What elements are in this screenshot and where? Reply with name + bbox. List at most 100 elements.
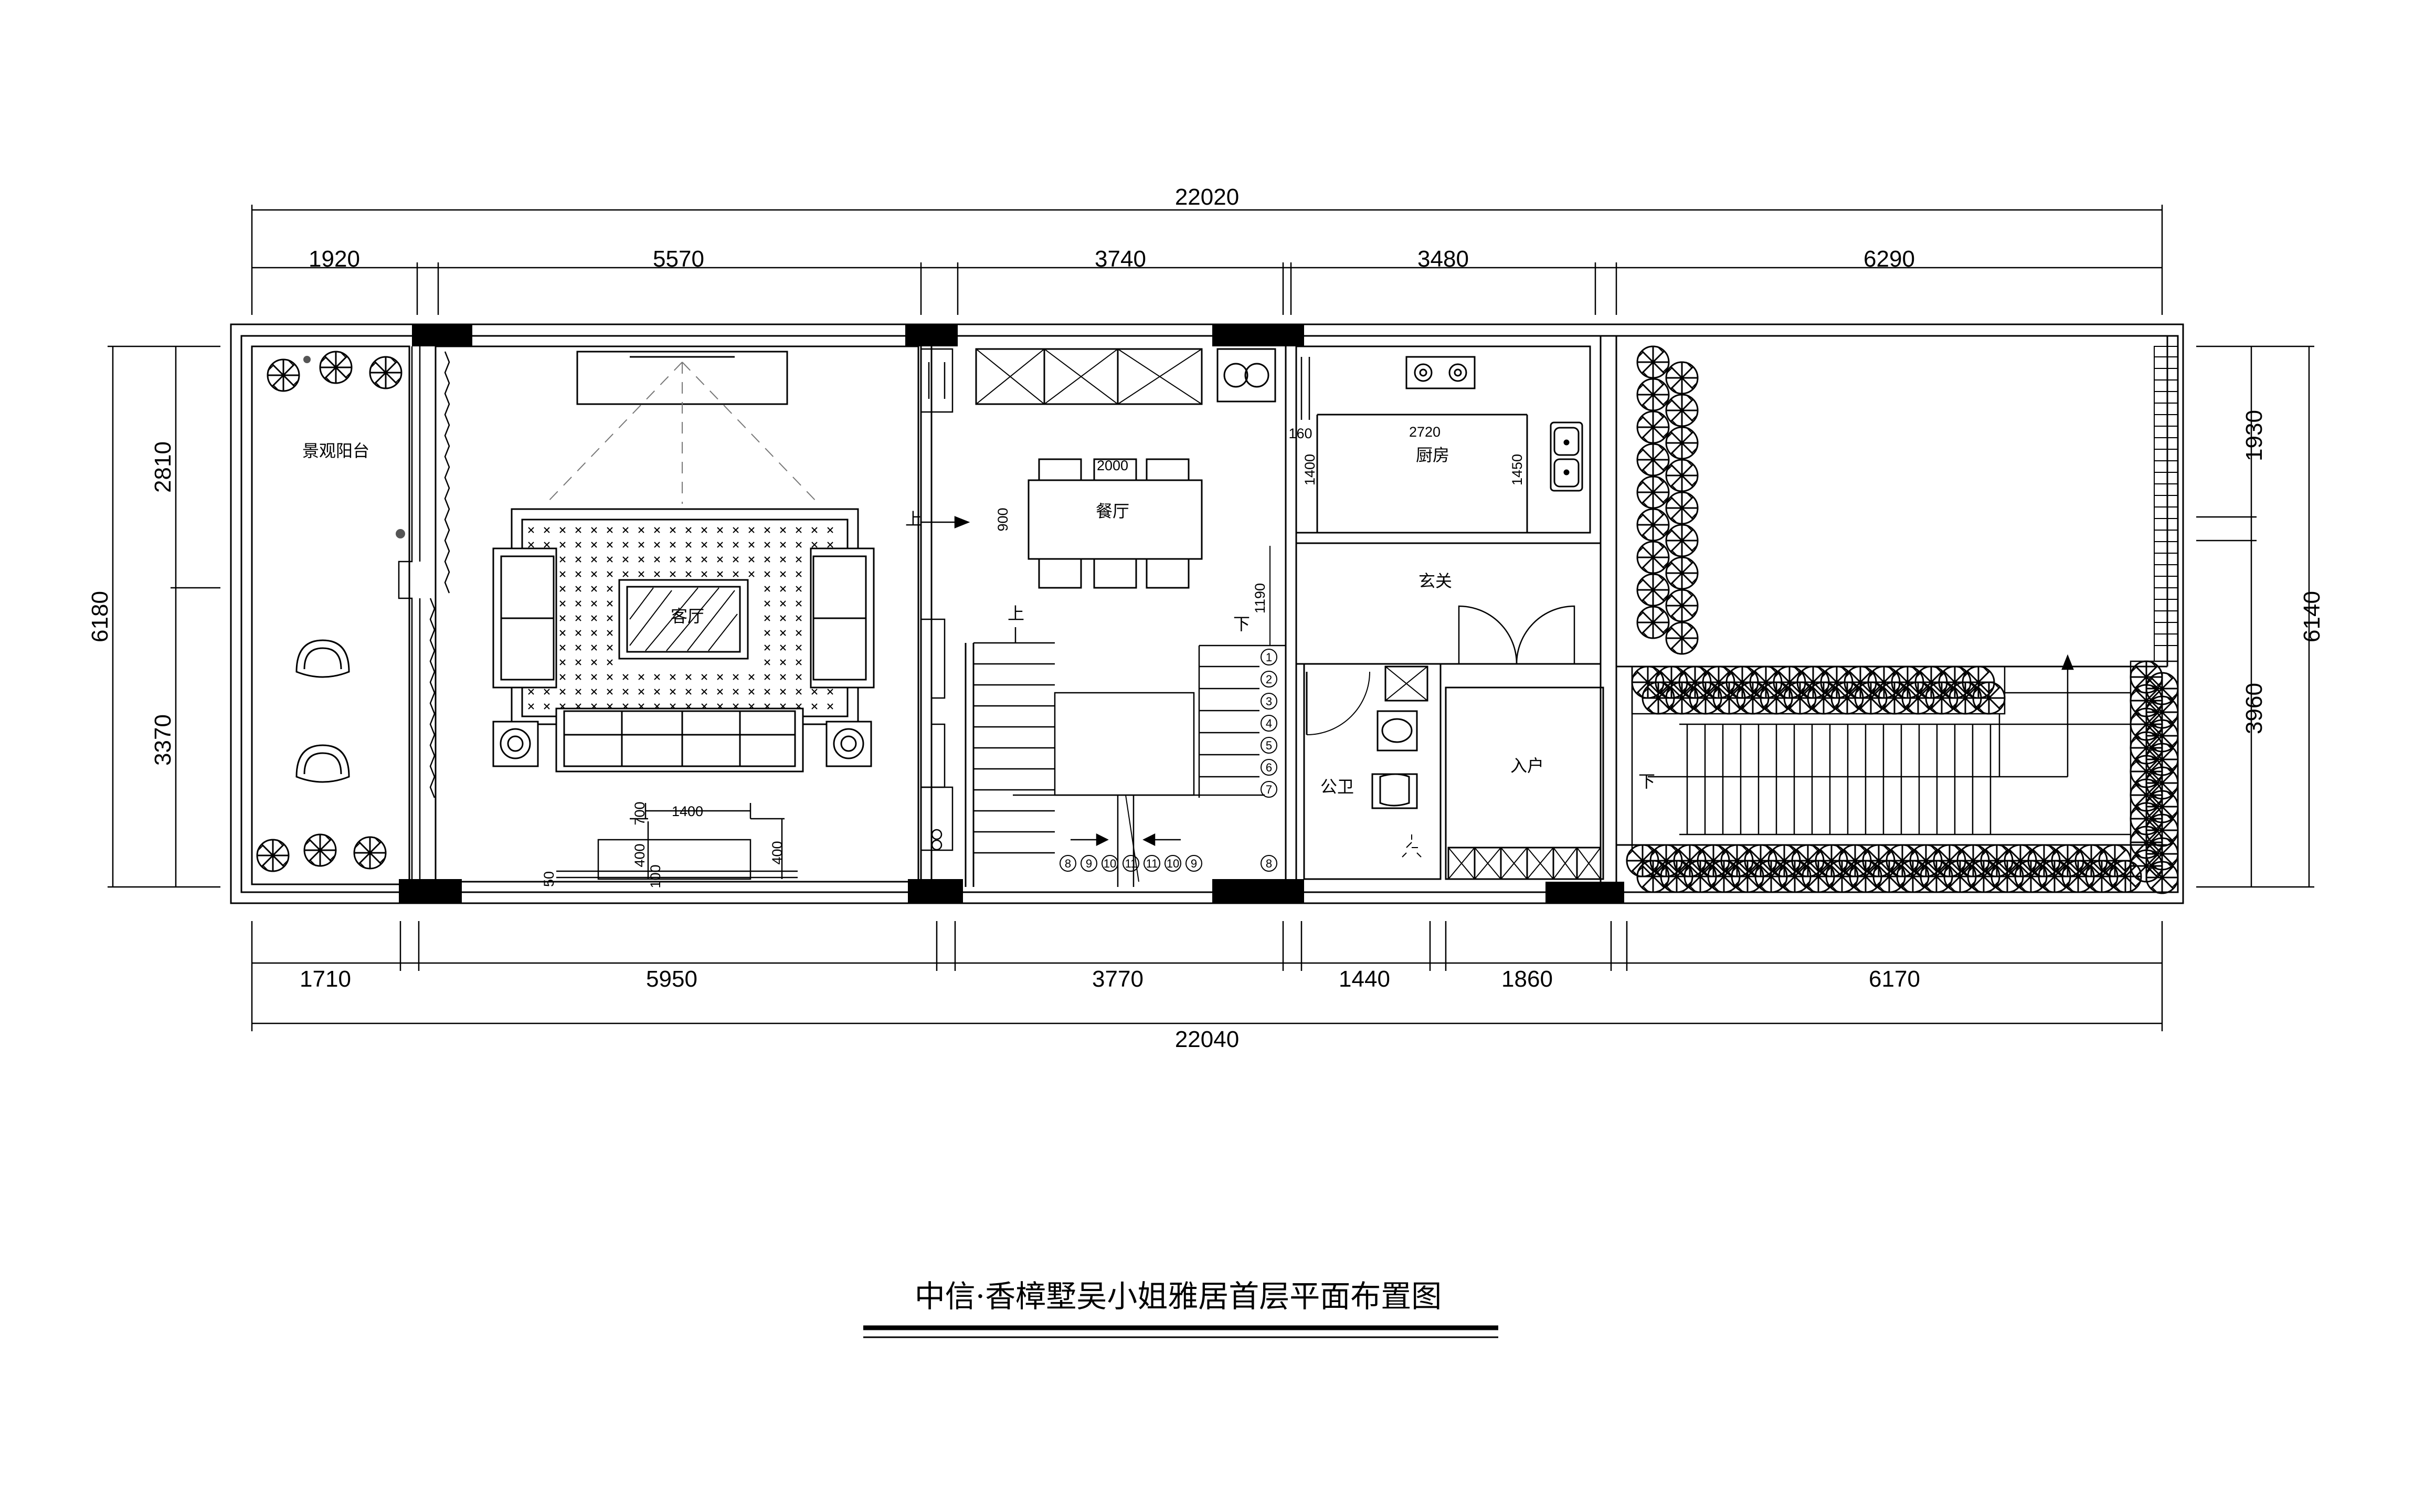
rug-mark xyxy=(717,556,723,563)
rug-mark xyxy=(796,630,802,636)
dim-top-total: 22020 xyxy=(1175,184,1239,210)
rug-mark xyxy=(780,630,786,636)
rug-mark xyxy=(811,703,818,710)
dim-tv-50: 50 xyxy=(541,871,557,887)
rug-mark xyxy=(670,689,676,695)
room-label-toilet: 公卫 xyxy=(1320,777,1354,797)
stair-number: 5 xyxy=(1266,739,1272,752)
rug-mark xyxy=(764,644,770,651)
stair-number-circle xyxy=(1102,855,1118,872)
rug-mark xyxy=(748,556,755,563)
rug-mark xyxy=(796,556,802,563)
rug-mark xyxy=(764,615,770,621)
rug-mark xyxy=(607,644,613,651)
room-label-kitchen: 厨房 xyxy=(1416,445,1449,465)
plant-icon xyxy=(1665,394,1699,427)
rug-mark xyxy=(717,542,723,548)
dim-left-seg-2: 3370 xyxy=(150,714,176,766)
rug-mark xyxy=(575,556,581,563)
rug-mark xyxy=(591,571,597,577)
plant-icon xyxy=(1665,459,1699,492)
rug-mark xyxy=(638,689,644,695)
curtain-left xyxy=(429,351,450,798)
rug-mark xyxy=(575,659,581,665)
rug-mark xyxy=(591,600,597,607)
rug-mark xyxy=(559,556,566,563)
stair-number-circle xyxy=(1164,855,1181,872)
stair-number-circle xyxy=(1261,715,1277,732)
rug-mark xyxy=(559,527,566,533)
dim-bottom-seg-6: 6170 xyxy=(1869,966,1920,992)
kitchen-sink xyxy=(1550,421,1583,492)
stair-number-circle xyxy=(1261,649,1277,665)
rug-mark xyxy=(654,689,660,695)
left-dimension-lines xyxy=(108,345,220,888)
stair-number: 6 xyxy=(1266,761,1272,774)
rug-mark xyxy=(811,527,818,533)
rug-mark xyxy=(796,674,802,680)
dim-kitchen-height: 1400 xyxy=(1302,454,1318,485)
rug-mark xyxy=(796,527,802,533)
stair-number-circle xyxy=(1123,855,1139,872)
up-label-living: 上 xyxy=(905,509,922,529)
rug-mark xyxy=(622,571,629,577)
rug-mark xyxy=(670,556,676,563)
rug-mark xyxy=(780,556,786,563)
rug-mark xyxy=(827,542,833,548)
rug-mark xyxy=(764,542,770,548)
stair-number: 9 xyxy=(1086,857,1092,870)
dim-right-seg-2: 3960 xyxy=(2241,683,2267,734)
dim-tv-depth: 700 xyxy=(632,801,648,825)
rug-mark xyxy=(764,630,770,636)
dim-tv-length: 1400 xyxy=(672,803,703,819)
rug-mark xyxy=(811,689,818,695)
room-label-living: 客厅 xyxy=(671,606,704,626)
sofa-main xyxy=(555,707,804,773)
coffee-table xyxy=(618,579,749,660)
rug-mark xyxy=(544,689,550,695)
rug-mark xyxy=(748,674,755,680)
rug-mark xyxy=(591,644,597,651)
dim-tv-400-b: 400 xyxy=(769,841,785,864)
rug-mark xyxy=(717,571,723,577)
rug-mark xyxy=(780,600,786,607)
stair-number: 11 xyxy=(1146,857,1158,870)
rug-mark xyxy=(670,674,676,680)
dim-left-total: 6180 xyxy=(87,591,113,642)
rug-mark xyxy=(654,571,660,577)
plant-icon xyxy=(1665,589,1699,622)
rug-mark xyxy=(638,571,644,577)
foyer-doors xyxy=(1458,605,1575,665)
up-label-stair: 上 xyxy=(1008,604,1024,623)
rug-mark xyxy=(670,571,676,577)
rug-mark xyxy=(764,659,770,665)
balcony-chairs xyxy=(295,639,350,783)
rug-mark xyxy=(796,586,802,592)
rug-mark xyxy=(591,659,597,665)
stair-number-circle xyxy=(1261,693,1277,710)
rug-mark xyxy=(591,586,597,592)
rug-mark xyxy=(748,571,755,577)
kitchen-stove xyxy=(1405,356,1476,389)
rug-mark xyxy=(528,542,534,548)
rug-mark xyxy=(733,556,739,563)
rug-mark xyxy=(638,556,644,563)
room-label-entry: 入户 xyxy=(1510,756,1544,776)
rug-mark xyxy=(670,527,676,533)
rug-mark xyxy=(780,571,786,577)
rug-mark xyxy=(780,659,786,665)
rug-mark xyxy=(733,527,739,533)
rug-mark xyxy=(764,600,770,607)
dim-tv-100: 100 xyxy=(648,864,663,888)
side-tables xyxy=(492,721,872,767)
rug-mark xyxy=(780,689,786,695)
plant-icon xyxy=(2145,861,2179,894)
stair-number: 10 xyxy=(1167,857,1179,870)
rug-mark xyxy=(559,615,566,621)
staircase xyxy=(972,642,1286,887)
rug-mark xyxy=(764,571,770,577)
rug-mark xyxy=(811,542,818,548)
rug-mark xyxy=(591,630,597,636)
dim-tv-400-a: 400 xyxy=(632,843,648,867)
rug-mark xyxy=(591,674,597,680)
